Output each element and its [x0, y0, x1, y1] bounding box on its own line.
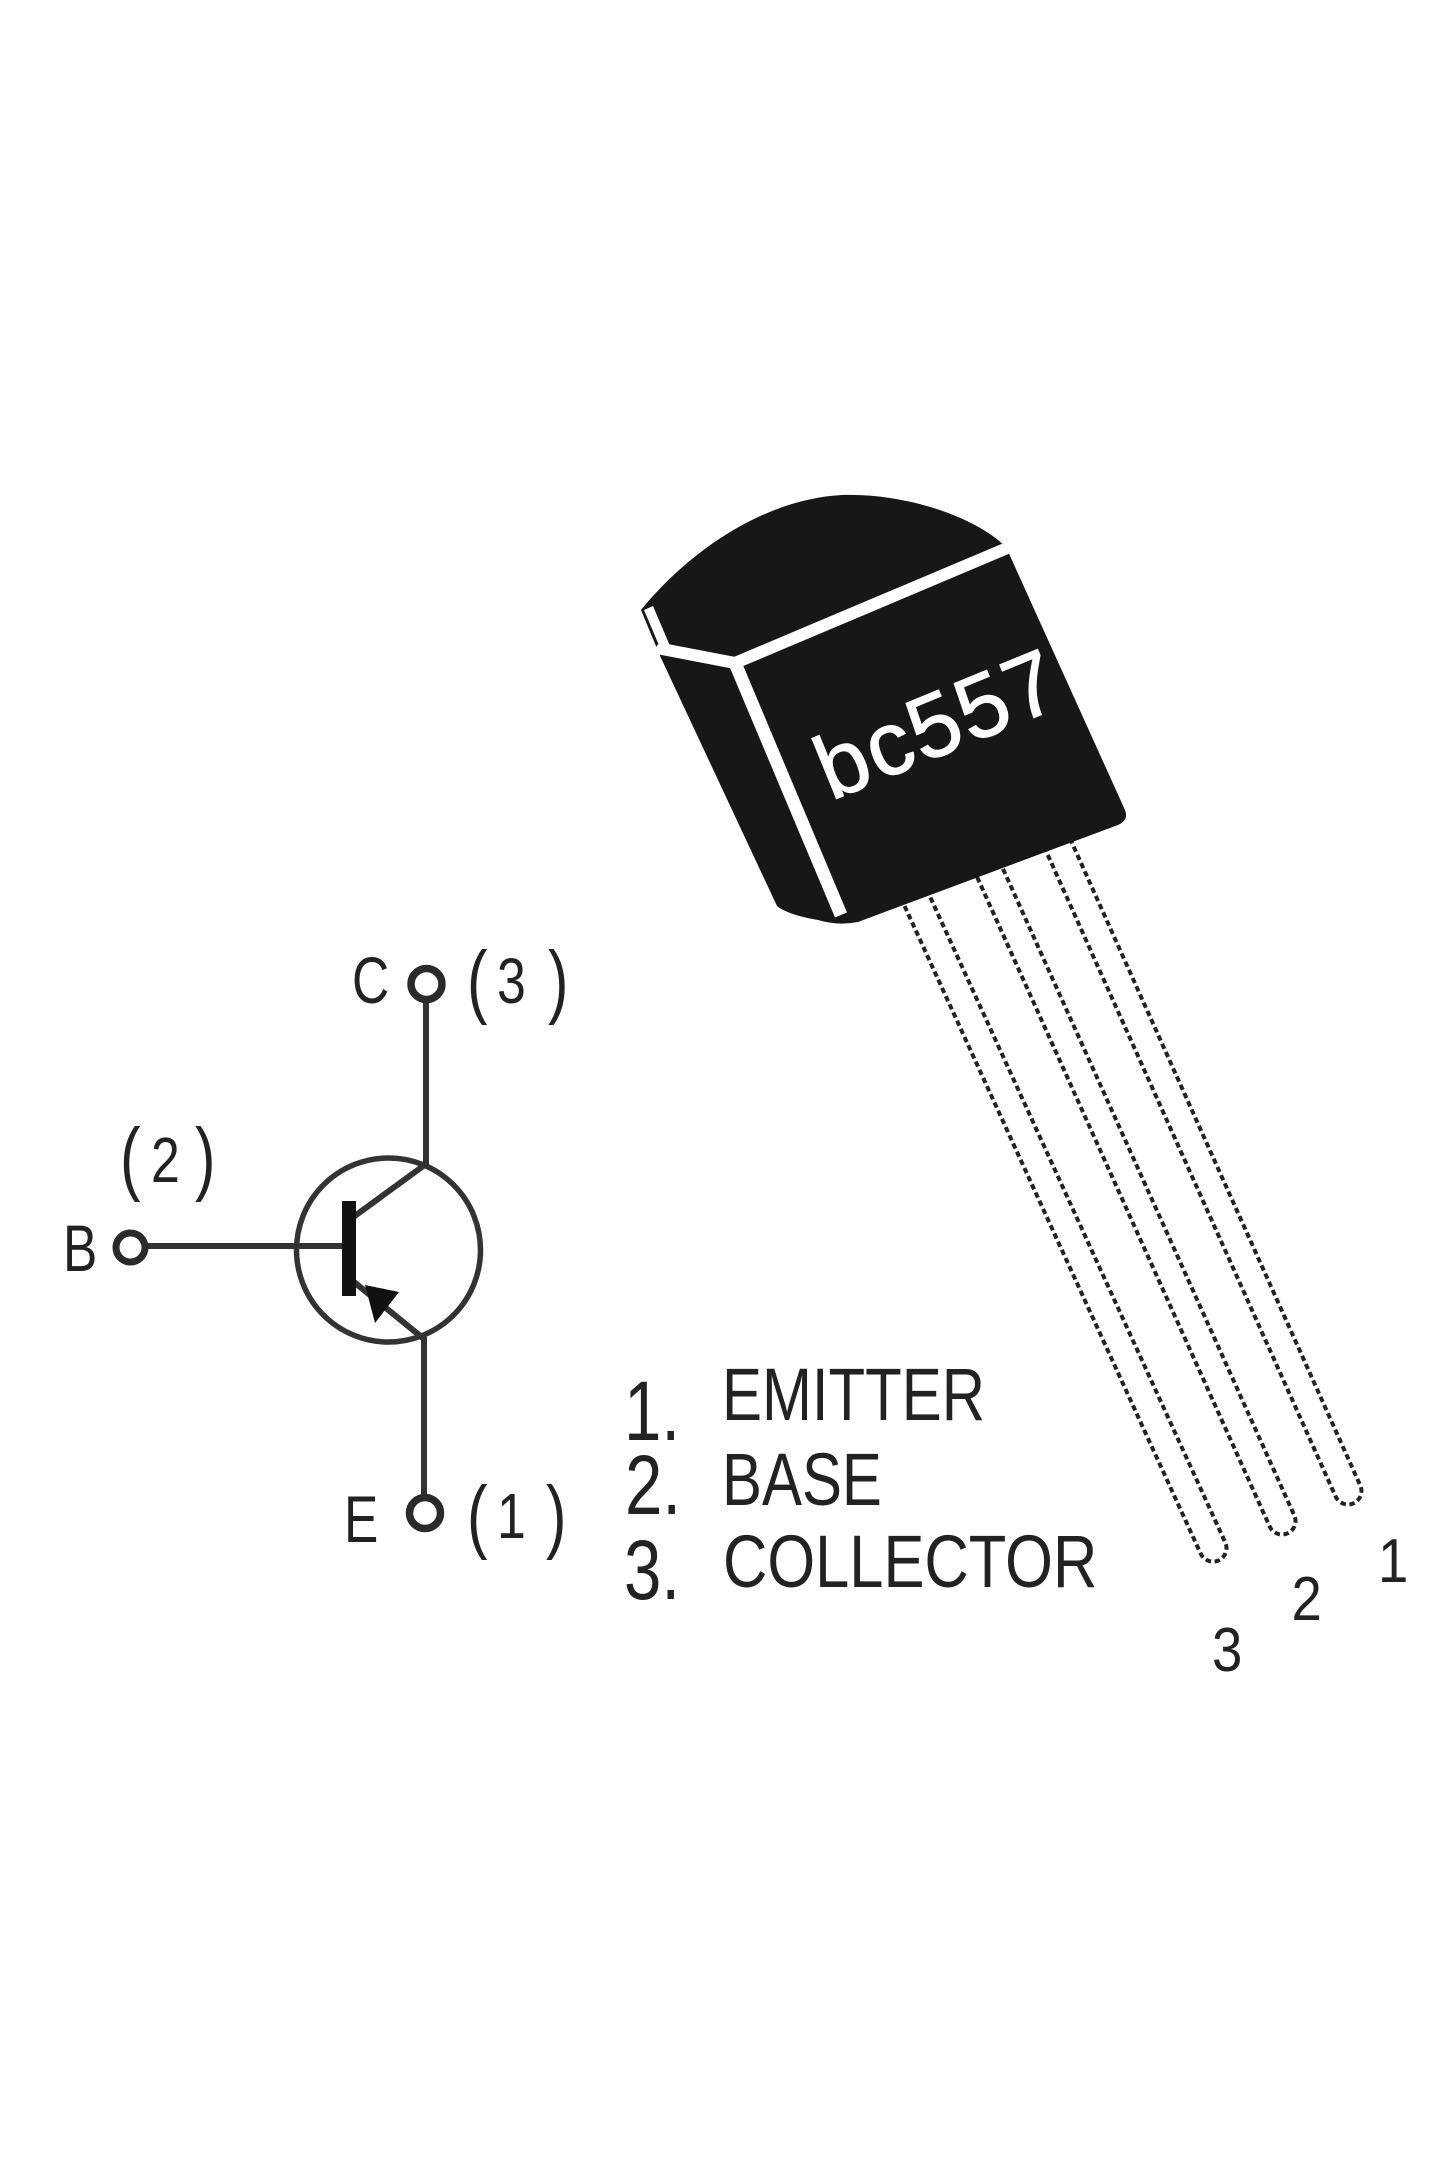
- svg-text:(: (: [467, 1469, 487, 1561]
- svg-text:C: C: [352, 943, 389, 1018]
- svg-text:2: 2: [151, 1125, 180, 1196]
- svg-text:2: 2: [1292, 1565, 1322, 1634]
- svg-text:): ): [195, 1111, 215, 1203]
- svg-text:3.: 3.: [624, 1524, 680, 1618]
- svg-text:1: 1: [1378, 1527, 1408, 1596]
- svg-text:): ): [546, 1469, 566, 1561]
- svg-text:2.: 2.: [625, 1439, 681, 1533]
- svg-text:BASE: BASE: [722, 1439, 882, 1521]
- svg-text:(: (: [120, 1111, 140, 1203]
- svg-text:3: 3: [497, 946, 526, 1017]
- svg-text:E: E: [344, 1482, 378, 1557]
- svg-text:(: (: [467, 934, 487, 1026]
- svg-text:3: 3: [1212, 1616, 1242, 1685]
- svg-text:): ): [548, 934, 568, 1026]
- svg-text:1: 1: [497, 1481, 526, 1552]
- svg-text:EMITTER: EMITTER: [722, 1354, 985, 1436]
- svg-text:1.: 1.: [624, 1365, 680, 1459]
- svg-text:B: B: [63, 1211, 97, 1286]
- svg-text:COLLECTOR: COLLECTOR: [723, 1521, 1097, 1604]
